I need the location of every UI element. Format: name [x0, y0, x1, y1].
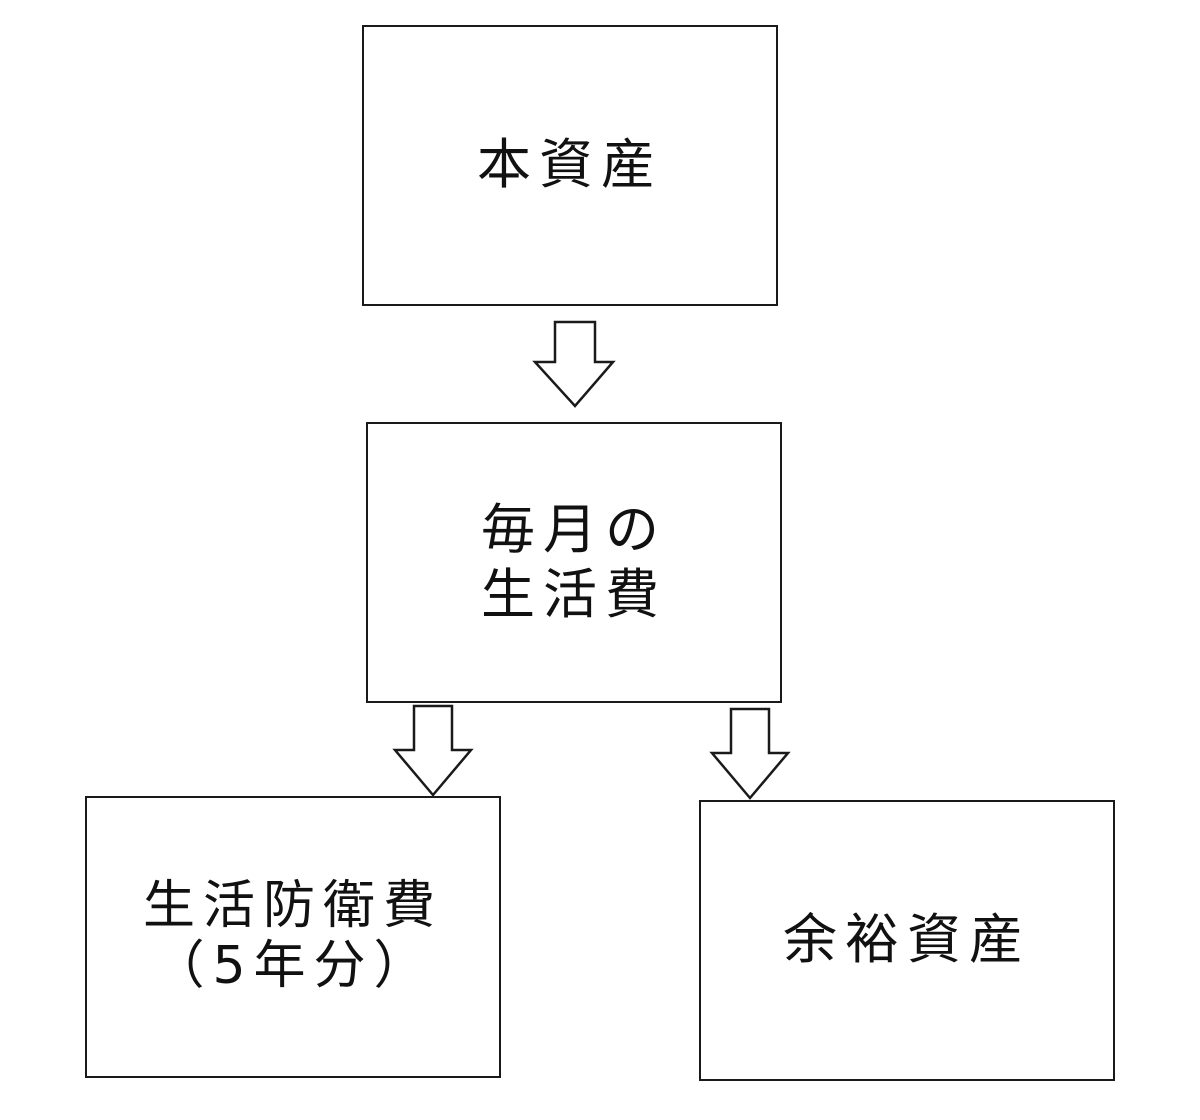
arrow-down-icon	[709, 707, 791, 800]
monthly-living-expenses-line1: 毎月の	[481, 497, 667, 561]
emergency-fund-line1: 生活防衛費	[142, 876, 443, 937]
surplus-assets-box: 余裕資産	[699, 800, 1115, 1081]
emergency-fund-box: 生活防衛費 （5年分）	[85, 796, 501, 1078]
monthly-living-expenses-box: 毎月の 生活費	[366, 422, 782, 703]
principal-assets-box: 本資産	[362, 25, 778, 306]
arrow-down-icon	[392, 704, 474, 797]
monthly-living-expenses-line2: 生活費	[481, 562, 667, 626]
principal-assets-label: 本資産	[477, 133, 663, 197]
arrow-down-icon	[532, 320, 616, 408]
emergency-fund-line2: （5年分）	[152, 936, 434, 996]
surplus-assets-label: 余裕資産	[783, 908, 1031, 972]
